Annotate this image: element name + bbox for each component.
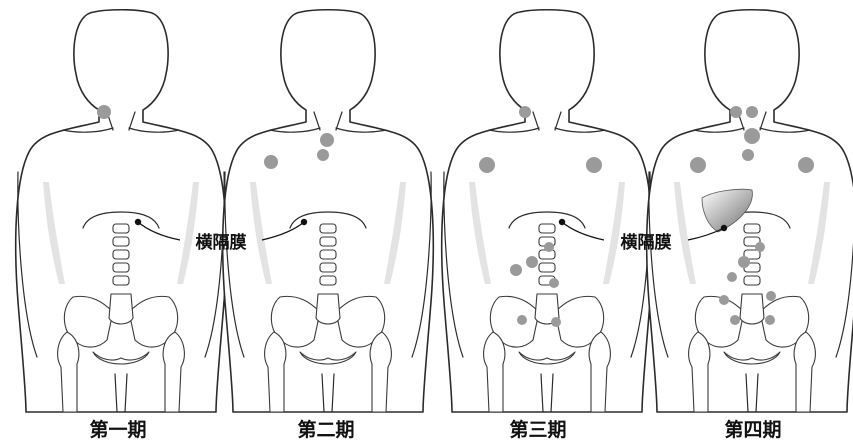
- lymph-node: [766, 291, 776, 301]
- lymph-node: [317, 149, 329, 161]
- diaphragm-label-1: 横隔膜: [196, 232, 247, 253]
- lymph-node: [549, 278, 559, 288]
- diaphragm-label-2: 横隔膜: [621, 232, 672, 253]
- lymph-node: [719, 295, 729, 305]
- lymph-node: [551, 317, 561, 327]
- stage-label-4: 第四期: [724, 418, 781, 441]
- stage-label-2: 第二期: [297, 418, 354, 441]
- lymph-node: [742, 149, 754, 161]
- panel-4: 第四期: [647, 10, 853, 441]
- lymph-node: [544, 242, 554, 252]
- lymph-node: [744, 128, 760, 144]
- stage-label-1: 第一期: [89, 418, 146, 441]
- lymph-node: [586, 157, 602, 173]
- lymph-node: [765, 315, 775, 325]
- lymph-node: [97, 105, 111, 119]
- lymph-node: [519, 106, 531, 118]
- lymph-node: [738, 256, 750, 268]
- lymph-node: [526, 256, 538, 268]
- panel-2: 第二期: [223, 10, 434, 441]
- lymph-node: [755, 242, 765, 252]
- panel-3: 第三期: [442, 10, 653, 441]
- lymph-node: [517, 315, 527, 325]
- lymph-node: [264, 155, 278, 169]
- stage-label-3: 第三期: [509, 418, 566, 441]
- lymph-node: [730, 315, 740, 325]
- lymph-node: [746, 106, 758, 118]
- lymph-node: [798, 157, 814, 173]
- lymph-node: [510, 264, 522, 276]
- lymph-node: [727, 272, 737, 282]
- lymph-node: [479, 157, 495, 173]
- lymph-node: [320, 133, 334, 147]
- panel-1: 第一期: [16, 10, 227, 441]
- lymph-node: [690, 157, 706, 173]
- lymph-node: [730, 106, 742, 118]
